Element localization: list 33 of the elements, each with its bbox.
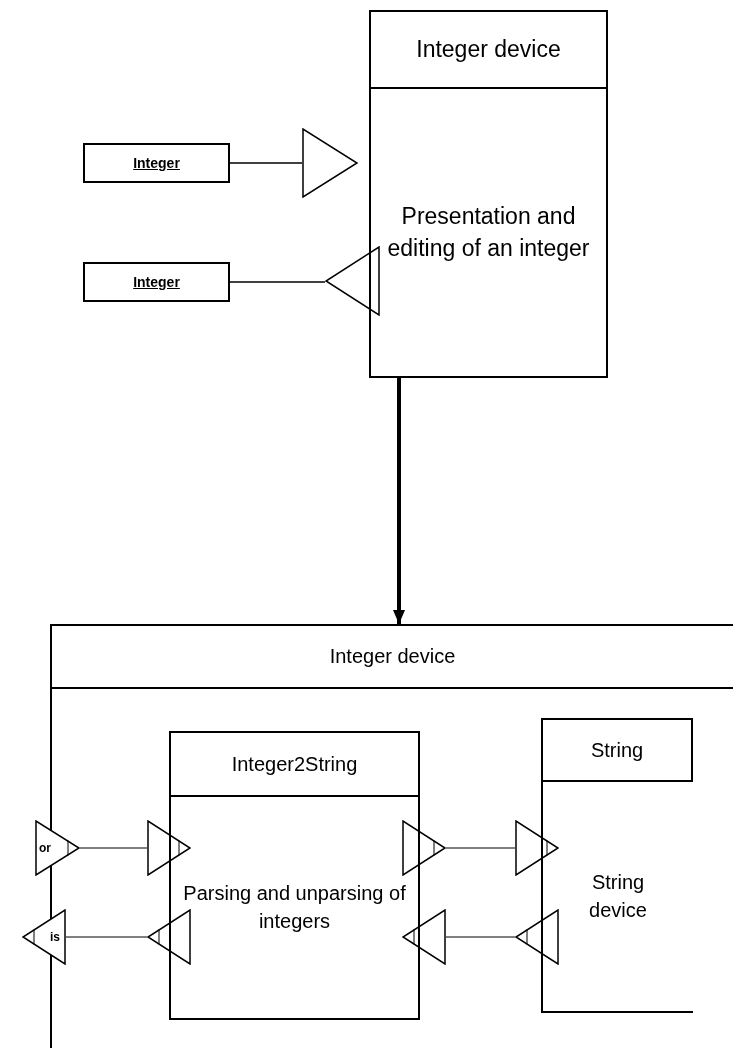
box-title: String — [590, 737, 644, 763]
port-triangle — [402, 909, 446, 965]
port-triangle — [147, 820, 191, 876]
connector-line — [445, 936, 516, 938]
type-name: Integer — [133, 272, 180, 292]
port-triangle — [22, 909, 66, 965]
port-triangle — [147, 909, 191, 965]
arrow — [393, 378, 405, 624]
connector-line — [229, 162, 303, 164]
box-description: String device — [588, 870, 648, 923]
connector-line — [445, 847, 516, 849]
port-triangle — [402, 820, 446, 876]
port-triangle — [325, 246, 380, 316]
box-description: Parsing and unparsing of integers — [182, 881, 407, 934]
box-title: Integer device — [416, 35, 561, 64]
port-triangle — [302, 128, 358, 198]
connector-line — [229, 281, 326, 283]
port-label: is — [50, 931, 60, 943]
module-box — [541, 718, 693, 1013]
module-box — [369, 10, 608, 378]
port-triangle — [35, 820, 80, 876]
box-title: Integer device — [329, 644, 456, 669]
box-description: Presentation and editing of an integer — [386, 201, 591, 263]
module-box — [169, 731, 420, 1020]
port-triangle — [515, 820, 559, 876]
port-label: or — [39, 842, 51, 854]
connector-line — [79, 847, 148, 849]
type-name: Integer — [133, 153, 180, 173]
type-box — [83, 262, 230, 302]
connector-line — [65, 936, 148, 938]
box-title: Integer2String — [231, 751, 358, 777]
type-box — [83, 143, 230, 183]
port-triangle — [515, 909, 559, 965]
